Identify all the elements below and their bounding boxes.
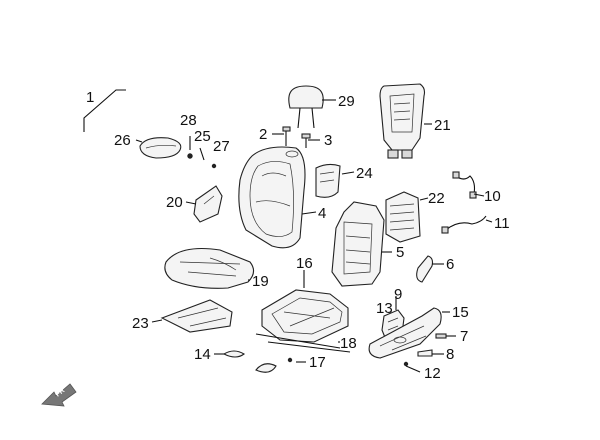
callout-27: 27	[213, 138, 230, 155]
front-direction-arrow: FR	[41, 383, 77, 407]
callout-9: 9	[394, 286, 402, 303]
part-cushion-pad	[160, 299, 233, 333]
callout-6: 6	[446, 256, 454, 273]
callout-24: 24	[356, 165, 373, 182]
callout-29: 29	[338, 93, 355, 110]
part-small-clips	[222, 350, 293, 373]
part-seat-cushion	[164, 247, 255, 289]
arrow-icon	[41, 383, 77, 407]
callout-19: 19	[252, 273, 269, 290]
part-fasteners	[187, 136, 217, 169]
callout-7: 7	[460, 328, 468, 345]
callout-3: 3	[324, 132, 332, 149]
part-side-trim	[368, 307, 442, 359]
callout-18: 18	[340, 335, 357, 352]
part-back-mechanism	[385, 191, 421, 243]
callout-16: 16	[296, 255, 313, 272]
callout-11: 11	[494, 215, 510, 232]
callout-23: 23	[132, 315, 149, 332]
leader-lines	[135, 99, 493, 373]
callout-labels: 1 2 3 4 5 6 7 8 9 10 11 12 13 14 15 16 1…	[86, 89, 510, 382]
callout-12: 12	[424, 365, 441, 382]
part-pin-3	[301, 133, 311, 148]
callout-13: 13	[376, 300, 393, 317]
part-pin-2	[282, 126, 291, 146]
part-trim-fasteners	[403, 333, 447, 367]
part-lumbar-pad	[315, 163, 341, 198]
part-side-shield	[193, 185, 223, 223]
callout-4: 4	[318, 205, 326, 222]
callout-15: 15	[452, 304, 469, 321]
callout-2: 2	[259, 126, 267, 143]
part-seat-frame	[255, 289, 351, 353]
callout-1: 1	[86, 89, 94, 106]
callout-17: 17	[309, 354, 326, 371]
callout-28: 28	[180, 112, 197, 129]
part-seat-back	[238, 146, 306, 249]
callout-22: 22	[428, 190, 445, 207]
part-wire-harness	[441, 171, 487, 234]
part-headrest	[288, 85, 324, 129]
callout-14: 14	[194, 346, 211, 363]
callout-8: 8	[446, 346, 454, 363]
callout-21: 21	[434, 117, 451, 134]
callout-10: 10	[484, 188, 501, 205]
callout-5: 5	[396, 244, 404, 261]
callout-26: 26	[114, 132, 131, 149]
callout-25: 25	[194, 128, 211, 145]
direction-label: FR	[55, 387, 67, 398]
part-side-pillow	[139, 137, 182, 159]
part-side-cover	[416, 255, 434, 283]
part-back-panel	[379, 83, 426, 159]
part-back-frame	[331, 201, 385, 287]
callout-20: 20	[166, 194, 183, 211]
assembly-bracket	[83, 89, 126, 132]
